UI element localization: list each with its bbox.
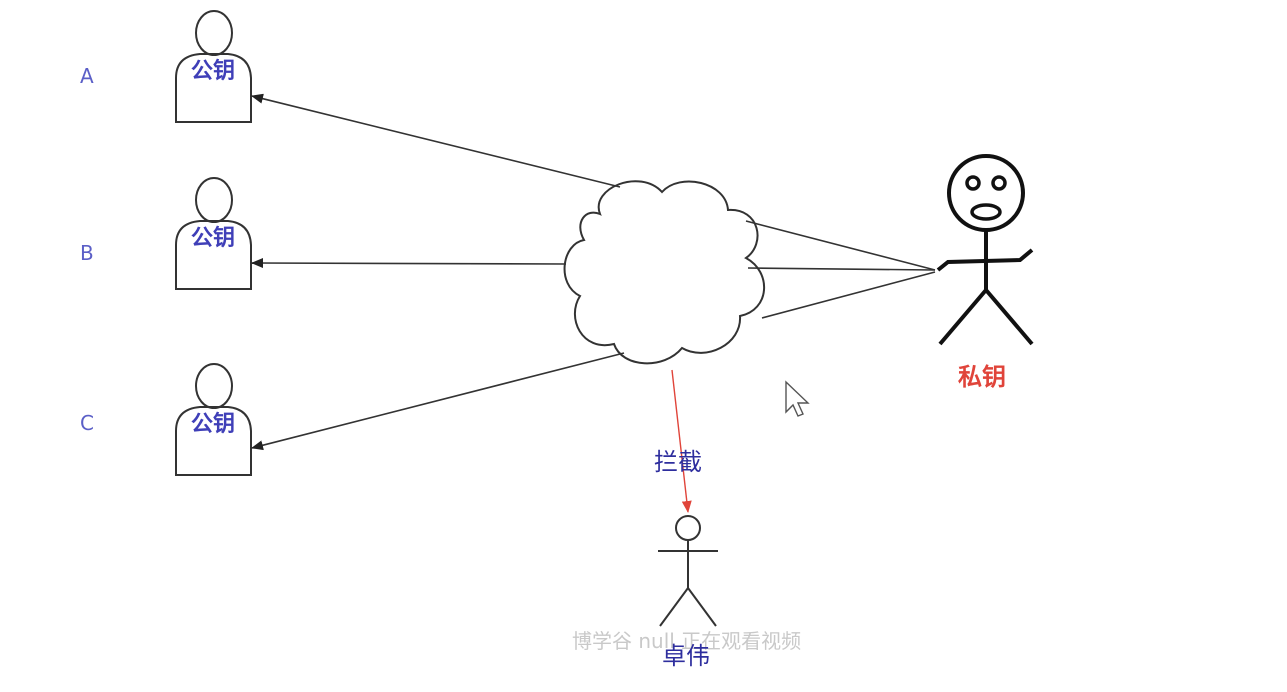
line-owner-to-cloud-top bbox=[745, 220, 936, 271]
user-b-figure: 公钥 bbox=[175, 177, 252, 290]
user-a-label: A bbox=[80, 64, 94, 88]
intercept-arrow bbox=[671, 369, 692, 513]
intercept-label: 拦截 bbox=[654, 448, 702, 476]
interceptor-figure bbox=[658, 515, 718, 627]
user-b-label: B bbox=[80, 241, 94, 265]
private-key-holder-figure bbox=[936, 154, 1034, 346]
mouse-cursor-icon bbox=[785, 380, 810, 417]
arrow-to-user-c bbox=[251, 352, 625, 451]
network-cloud bbox=[563, 180, 765, 365]
private-key-label: 私钥 bbox=[958, 363, 1006, 391]
line-owner-to-cloud-mid bbox=[747, 267, 936, 271]
arrow-to-user-a bbox=[251, 93, 621, 188]
user-a-key-label: 公钥 bbox=[191, 58, 235, 84]
watermark: 博学谷 null 正在观看视频 bbox=[572, 629, 801, 653]
user-b-key-label: 公钥 bbox=[191, 225, 235, 251]
arrow-to-user-b bbox=[251, 258, 567, 269]
interceptor-name: 卓伟 bbox=[662, 642, 710, 670]
user-c-label: C bbox=[80, 411, 94, 435]
user-c-figure: 公钥 bbox=[175, 363, 252, 476]
line-owner-to-cloud-bottom bbox=[761, 271, 936, 319]
user-c-key-label: 公钥 bbox=[191, 411, 235, 437]
user-a-figure: 公钥 bbox=[175, 10, 252, 123]
